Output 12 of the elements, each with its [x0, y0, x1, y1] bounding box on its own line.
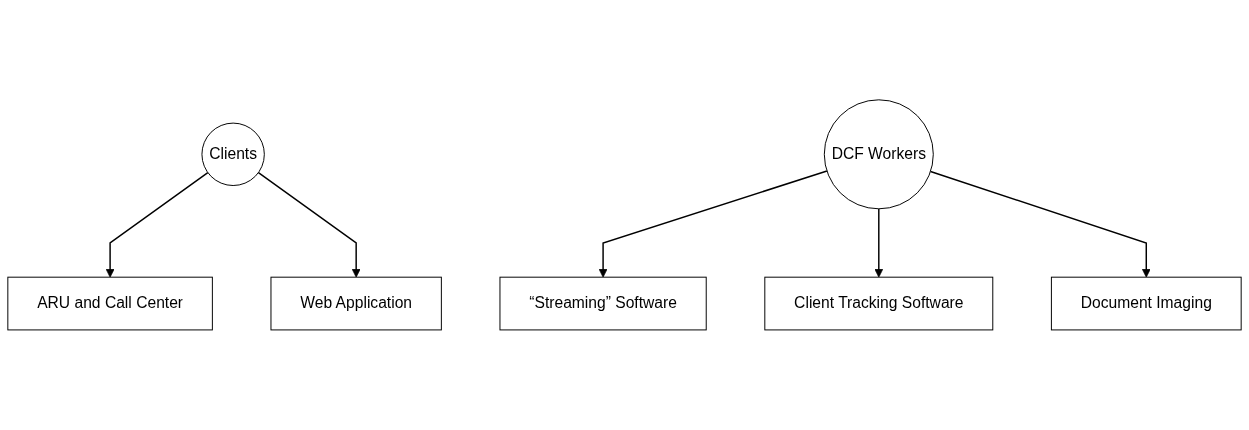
node-box: Web Application [270, 276, 442, 331]
arrow [105, 171, 209, 278]
arrow [598, 170, 828, 278]
node-circle: Clients [201, 122, 265, 187]
node-box: ARU and Call Center [7, 276, 213, 331]
node-box: Document Imaging [1050, 276, 1242, 331]
node-box: “Streaming” Software [499, 276, 707, 331]
arrow [929, 170, 1151, 278]
node-box: Client Tracking Software [764, 276, 994, 331]
arrow [257, 171, 361, 278]
arrow [874, 208, 884, 278]
node-circle: DCF Workers [823, 99, 934, 210]
